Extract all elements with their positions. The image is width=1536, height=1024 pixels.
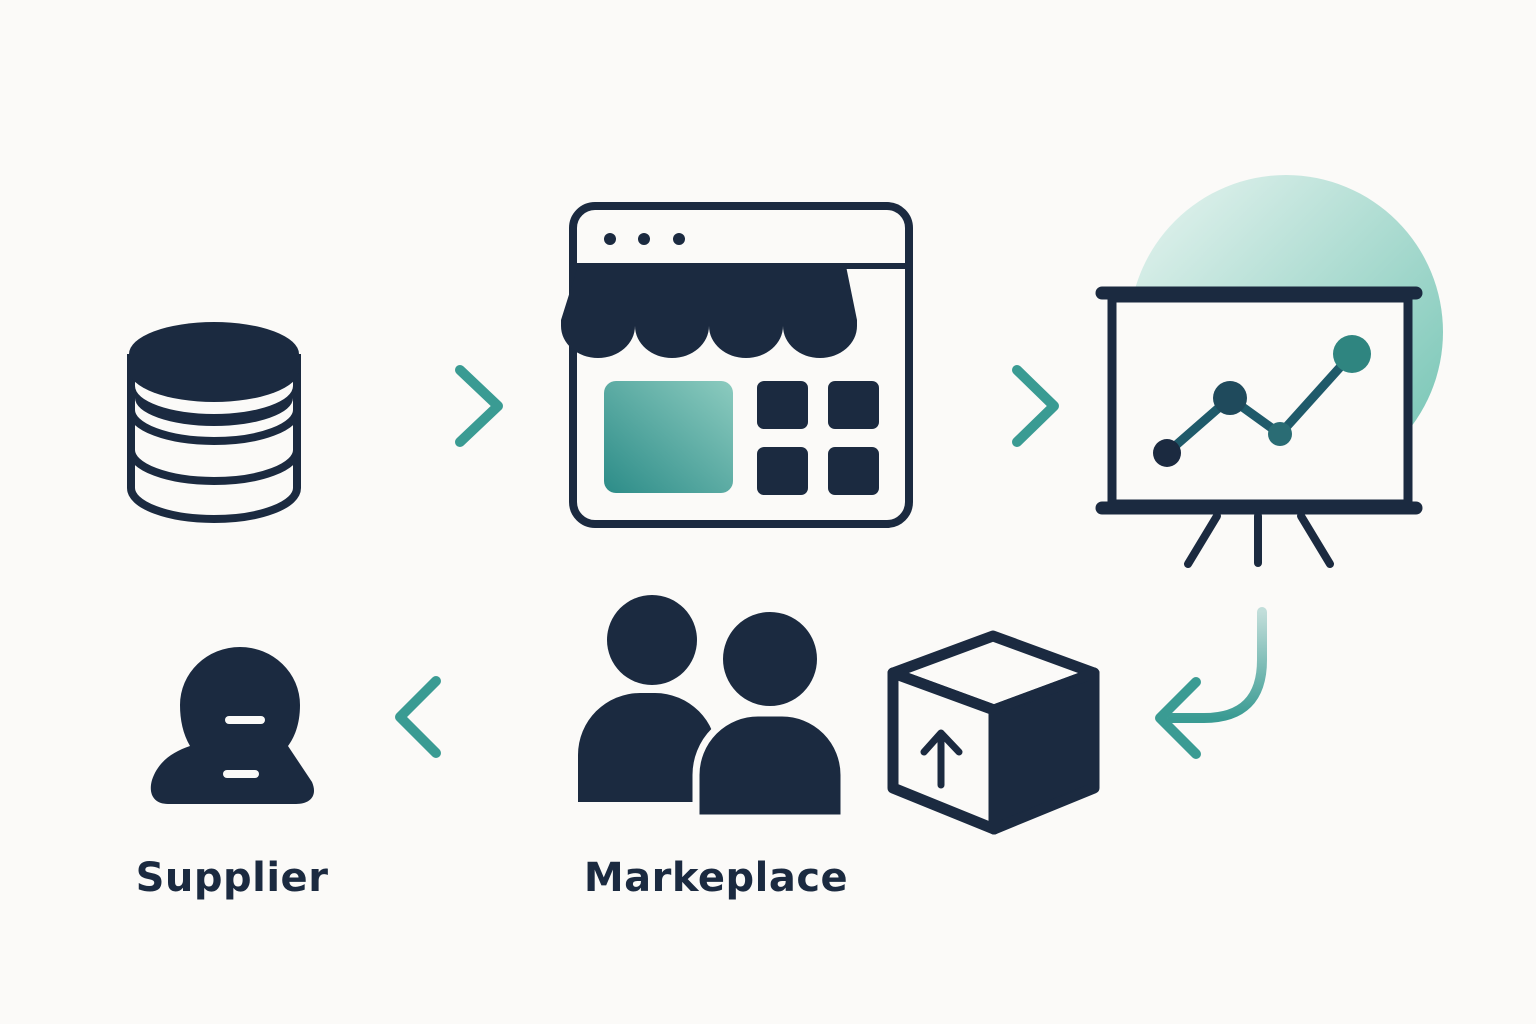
users-icon — [578, 595, 848, 822]
supplier-label: Supplier — [135, 855, 329, 901]
arrow-left-icon — [395, 676, 537, 758]
supplier-person-icon — [150, 647, 315, 804]
database-icon — [127, 322, 301, 523]
upload-arrow-icon — [920, 729, 963, 756]
presentation-chart-icon — [1095, 175, 1443, 568]
storefront-icon — [561, 202, 913, 528]
package-box-icon — [887, 630, 1100, 835]
curved-arrow-left-icon — [1155, 607, 1267, 759]
featured-panel — [604, 381, 733, 493]
arrow-right-icon — [353, 365, 503, 447]
arrow-right-icon — [957, 365, 1059, 447]
marketplace-label: Markeplace — [583, 855, 849, 901]
